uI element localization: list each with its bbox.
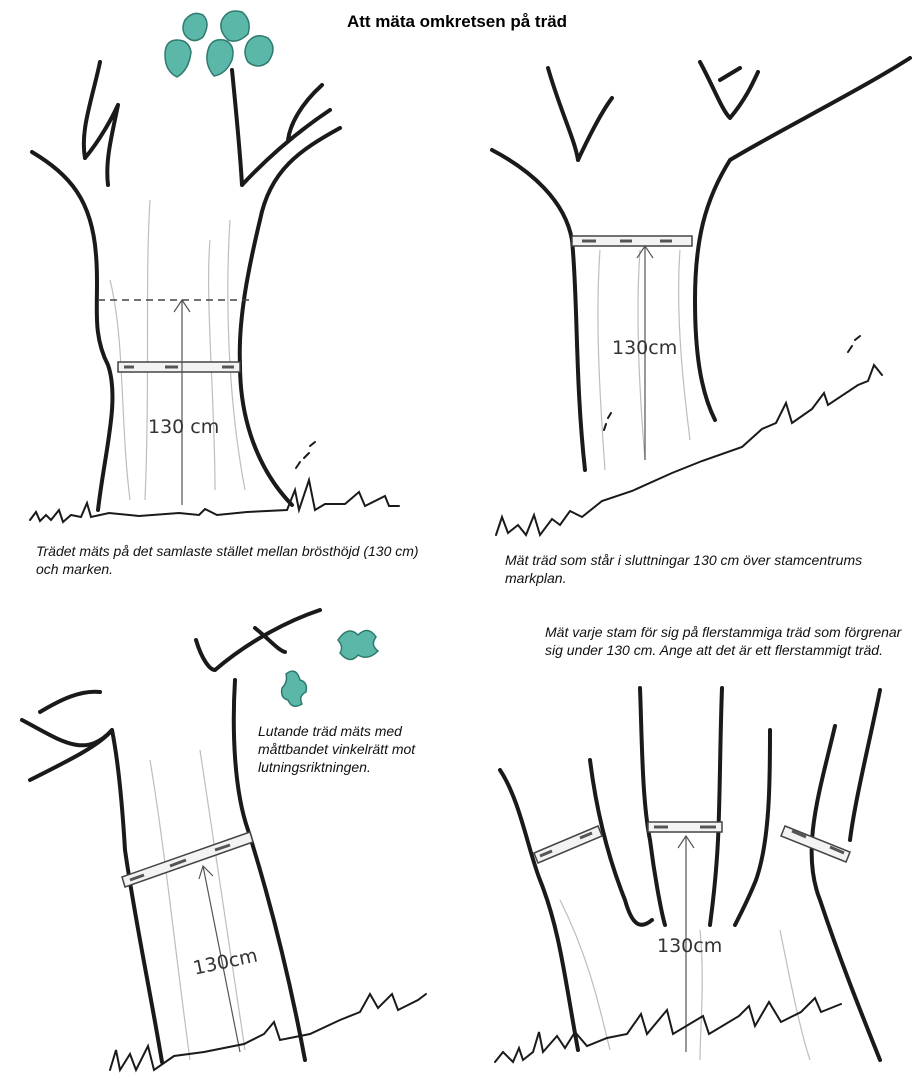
branch-left	[548, 68, 612, 160]
height-label: 130 cm	[148, 416, 219, 438]
measuring-tape-left	[534, 826, 602, 863]
panel-4-tree: 130cm	[495, 688, 880, 1062]
panel-3-tree: 130cm	[22, 610, 426, 1070]
trunk-left-outline	[492, 150, 585, 470]
panel-1-tree: 130 cm	[30, 11, 399, 522]
panel-3-caption: Lutande träd mäts med måttbandet vinkelr…	[258, 722, 473, 776]
height-label: 130cm	[657, 935, 722, 957]
branch-right	[700, 62, 758, 118]
stem-right	[812, 726, 880, 1060]
oak-leaf-icon	[282, 671, 307, 706]
oak-leaf-icon	[338, 630, 378, 659]
panel-2-tree: 130cm	[492, 58, 910, 535]
branch-right	[196, 610, 320, 670]
leaf-icon	[183, 13, 207, 40]
height-label: 130cm	[191, 945, 259, 980]
leaf-icon	[207, 40, 233, 76]
trunk-right-outline	[850, 690, 880, 840]
stem-right-inner	[735, 730, 770, 925]
measuring-tape	[118, 362, 240, 372]
height-arrow	[174, 300, 190, 505]
leaf-icon	[245, 36, 273, 66]
stem-middle-left	[640, 688, 665, 925]
measuring-tape	[122, 832, 253, 887]
measuring-tape-right	[781, 826, 850, 862]
branch-left	[22, 692, 112, 746]
leaf-icon	[165, 40, 191, 77]
leaf-icon	[221, 11, 249, 41]
stem-left	[500, 770, 578, 1050]
trunk-left-outline	[32, 152, 113, 510]
panel-2-caption: Mät träd som står i sluttningar 130 cm ö…	[505, 551, 885, 587]
trunk-right-outline	[240, 128, 340, 505]
panel-4-caption: Mät varje stam för sig på flerstammiga t…	[545, 623, 910, 659]
panel-1-caption: Trädet mäts på det samlaste stället mell…	[36, 542, 436, 578]
height-label: 130cm	[612, 337, 677, 359]
trunk-left-outline	[30, 730, 162, 1062]
stem-middle-right	[710, 688, 722, 925]
branch-right	[232, 70, 330, 185]
branch-left	[84, 62, 118, 185]
grass-line	[495, 998, 841, 1062]
slope-grass-line	[496, 365, 882, 535]
